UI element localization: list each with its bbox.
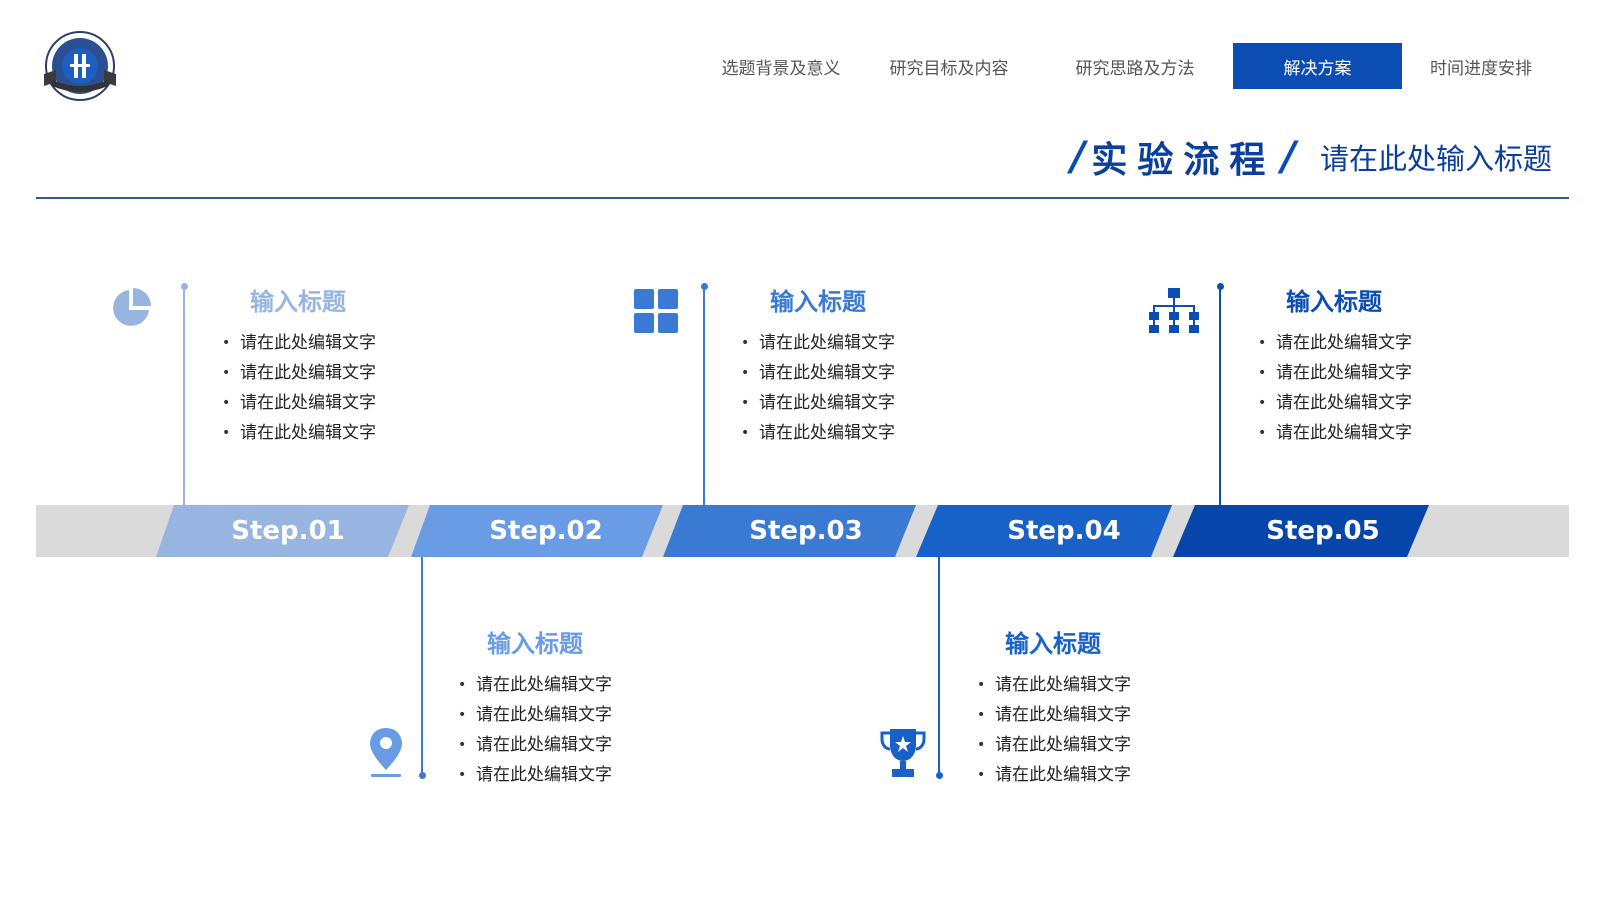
timeline-steps bbox=[156, 505, 1429, 557]
connector-line-1 bbox=[183, 286, 185, 505]
step-label-3: Step.03 bbox=[749, 516, 863, 546]
list-item: 请在此处编辑文字 bbox=[739, 328, 895, 358]
list-item: 请在此处编辑文字 bbox=[975, 670, 1131, 700]
list-item: 请在此处编辑文字 bbox=[739, 388, 895, 418]
list-item: 请在此处编辑文字 bbox=[220, 388, 376, 418]
step-label-1: Step.01 bbox=[231, 516, 345, 546]
nav-tab-methods[interactable]: 研究思路及方法 bbox=[1066, 43, 1204, 89]
list-item: 请在此处编辑文字 bbox=[975, 730, 1131, 760]
nav-tab-label: 研究思路及方法 bbox=[1075, 58, 1195, 79]
nav-tab-label: 时间进度安排 bbox=[1430, 58, 1532, 79]
step-segment-1 bbox=[156, 505, 409, 557]
list-item: 请在此处编辑文字 bbox=[1256, 388, 1412, 418]
nav-tab-schedule[interactable]: 时间进度安排 bbox=[1420, 43, 1542, 89]
block-title-1: 输入标题 bbox=[250, 288, 346, 316]
list-item: 请在此处编辑文字 bbox=[220, 418, 376, 448]
page-header: / 实验流程 / 请在此处输入标题 bbox=[1065, 132, 1552, 182]
connector-dot-4 bbox=[936, 772, 943, 779]
list-item: 请在此处编辑文字 bbox=[739, 358, 895, 388]
step-segment-5 bbox=[1173, 505, 1429, 557]
page-subtitle: 请在此处输入标题 bbox=[1319, 142, 1552, 176]
step-segment-4 bbox=[916, 505, 1172, 557]
page-title: 实验流程 bbox=[1091, 140, 1276, 181]
list-item: 请在此处编辑文字 bbox=[456, 730, 612, 760]
nav-tab-label: 研究目标及内容 bbox=[889, 58, 1009, 79]
university-logo bbox=[44, 31, 116, 101]
list-item: 请在此处编辑文字 bbox=[1256, 358, 1412, 388]
trophy-icon bbox=[880, 729, 926, 777]
block-list-4: 请在此处编辑文字 请在此处编辑文字 请在此处编辑文字 请在此处编辑文字 bbox=[975, 670, 1131, 790]
step-segment-3 bbox=[663, 505, 916, 557]
block-title-3: 输入标题 bbox=[770, 288, 866, 316]
block-list-2: 请在此处编辑文字 请在此处编辑文字 请在此处编辑文字 请在此处编辑文字 bbox=[456, 670, 612, 790]
step-label-4: Step.04 bbox=[1007, 516, 1121, 546]
list-item: 请在此处编辑文字 bbox=[739, 418, 895, 448]
title-slash-right: / bbox=[1281, 134, 1296, 180]
connector-dot-2 bbox=[419, 772, 426, 779]
title-slash-left: / bbox=[1070, 134, 1086, 180]
nav-tab-label: 选题背景及意义 bbox=[721, 58, 841, 79]
list-item: 请在此处编辑文字 bbox=[1256, 418, 1412, 448]
list-item: 请在此处编辑文字 bbox=[456, 700, 612, 730]
nav-tab-label: 解决方案 bbox=[1283, 58, 1352, 79]
connector-line-2 bbox=[421, 557, 423, 775]
step-label-5: Step.05 bbox=[1266, 516, 1380, 546]
list-item: 请在此处编辑文字 bbox=[975, 700, 1131, 730]
location-pin-icon bbox=[370, 728, 402, 777]
list-item: 请在此处编辑文字 bbox=[220, 328, 376, 358]
block-title-5: 输入标题 bbox=[1286, 288, 1382, 316]
grid-icon bbox=[634, 289, 678, 333]
block-title-4: 输入标题 bbox=[1005, 630, 1101, 658]
header-divider bbox=[36, 197, 1569, 199]
block-list-3: 请在此处编辑文字 请在此处编辑文字 请在此处编辑文字 请在此处编辑文字 bbox=[739, 328, 895, 448]
block-list-5: 请在此处编辑文字 请在此处编辑文字 请在此处编辑文字 请在此处编辑文字 bbox=[1256, 328, 1412, 448]
connector-line-3 bbox=[703, 286, 705, 505]
connector-line-4 bbox=[938, 557, 940, 775]
list-item: 请在此处编辑文字 bbox=[220, 358, 376, 388]
block-title-2: 输入标题 bbox=[487, 630, 583, 658]
nav-tab-solution[interactable]: 解决方案 bbox=[1233, 43, 1402, 89]
step-segment-2 bbox=[411, 505, 663, 557]
nav-tab-objectives[interactable]: 研究目标及内容 bbox=[880, 43, 1018, 89]
step-label-2: Step.02 bbox=[489, 516, 603, 546]
block-list-1: 请在此处编辑文字 请在此处编辑文字 请在此处编辑文字 请在此处编辑文字 bbox=[220, 328, 376, 448]
list-item: 请在此处编辑文字 bbox=[456, 670, 612, 700]
list-item: 请在此处编辑文字 bbox=[975, 760, 1131, 790]
list-item: 请在此处编辑文字 bbox=[456, 760, 612, 790]
org-chart-icon bbox=[1149, 288, 1199, 333]
pie-chart-icon bbox=[113, 288, 151, 326]
list-item: 请在此处编辑文字 bbox=[1256, 328, 1412, 358]
connector-line-5 bbox=[1219, 286, 1221, 505]
nav-tab-background[interactable]: 选题背景及意义 bbox=[712, 43, 850, 89]
